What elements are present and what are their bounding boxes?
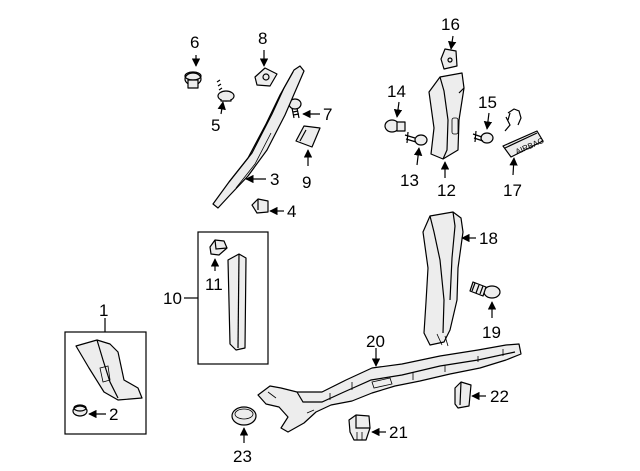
part-16-clip <box>440 48 458 70</box>
part-18-b-pillar-lower <box>422 211 464 347</box>
part-17-airbag-emblem: AIRBAG <box>502 108 545 158</box>
part-19-bolt <box>469 281 501 299</box>
part-10-group-box <box>197 231 269 365</box>
callout-16: 16 <box>441 15 460 34</box>
part-22-clip <box>454 381 472 409</box>
callout-15: 15 <box>478 93 497 112</box>
callout-20: 20 <box>366 332 385 351</box>
callout-9: 9 <box>302 173 311 192</box>
part-21-clip <box>348 414 371 441</box>
part-20-sill-plate <box>257 343 522 433</box>
callout-22: 22 <box>490 387 509 406</box>
callout-18: 18 <box>479 229 498 248</box>
callout-5: 5 <box>211 116 220 135</box>
callout-19: 19 <box>482 323 501 342</box>
callout-13: 13 <box>400 171 419 190</box>
callout-17: 17 <box>503 181 522 200</box>
part-9-cover <box>295 125 321 148</box>
callout-6: 6 <box>190 33 199 52</box>
part-13-screw <box>404 131 428 146</box>
part-12-b-pillar-upper <box>428 72 465 160</box>
callout-4: 4 <box>287 202 296 221</box>
part-1-group-box <box>64 318 147 435</box>
callout-23: 23 <box>233 447 252 466</box>
part-5-screw <box>216 79 235 102</box>
part-8-bracket <box>254 67 278 87</box>
callout-11: 11 <box>205 275 223 294</box>
callout-8: 8 <box>258 29 267 48</box>
callout-21: 21 <box>389 423 408 442</box>
callout-1: 1 <box>99 301 108 320</box>
callout-3: 3 <box>270 170 279 189</box>
part-3-a-pillar-trim <box>212 65 305 209</box>
part-14-clip <box>384 119 406 133</box>
part-6-clip <box>184 71 202 89</box>
part-15-screw <box>472 130 494 144</box>
callout-10: 10 <box>163 289 182 308</box>
callout-2: 2 <box>109 405 118 424</box>
callout-12: 12 <box>437 181 456 200</box>
callout-7: 7 <box>323 105 332 124</box>
part-4-clip <box>251 198 269 214</box>
callout-14: 14 <box>387 82 406 101</box>
part-23-cap <box>231 406 257 426</box>
